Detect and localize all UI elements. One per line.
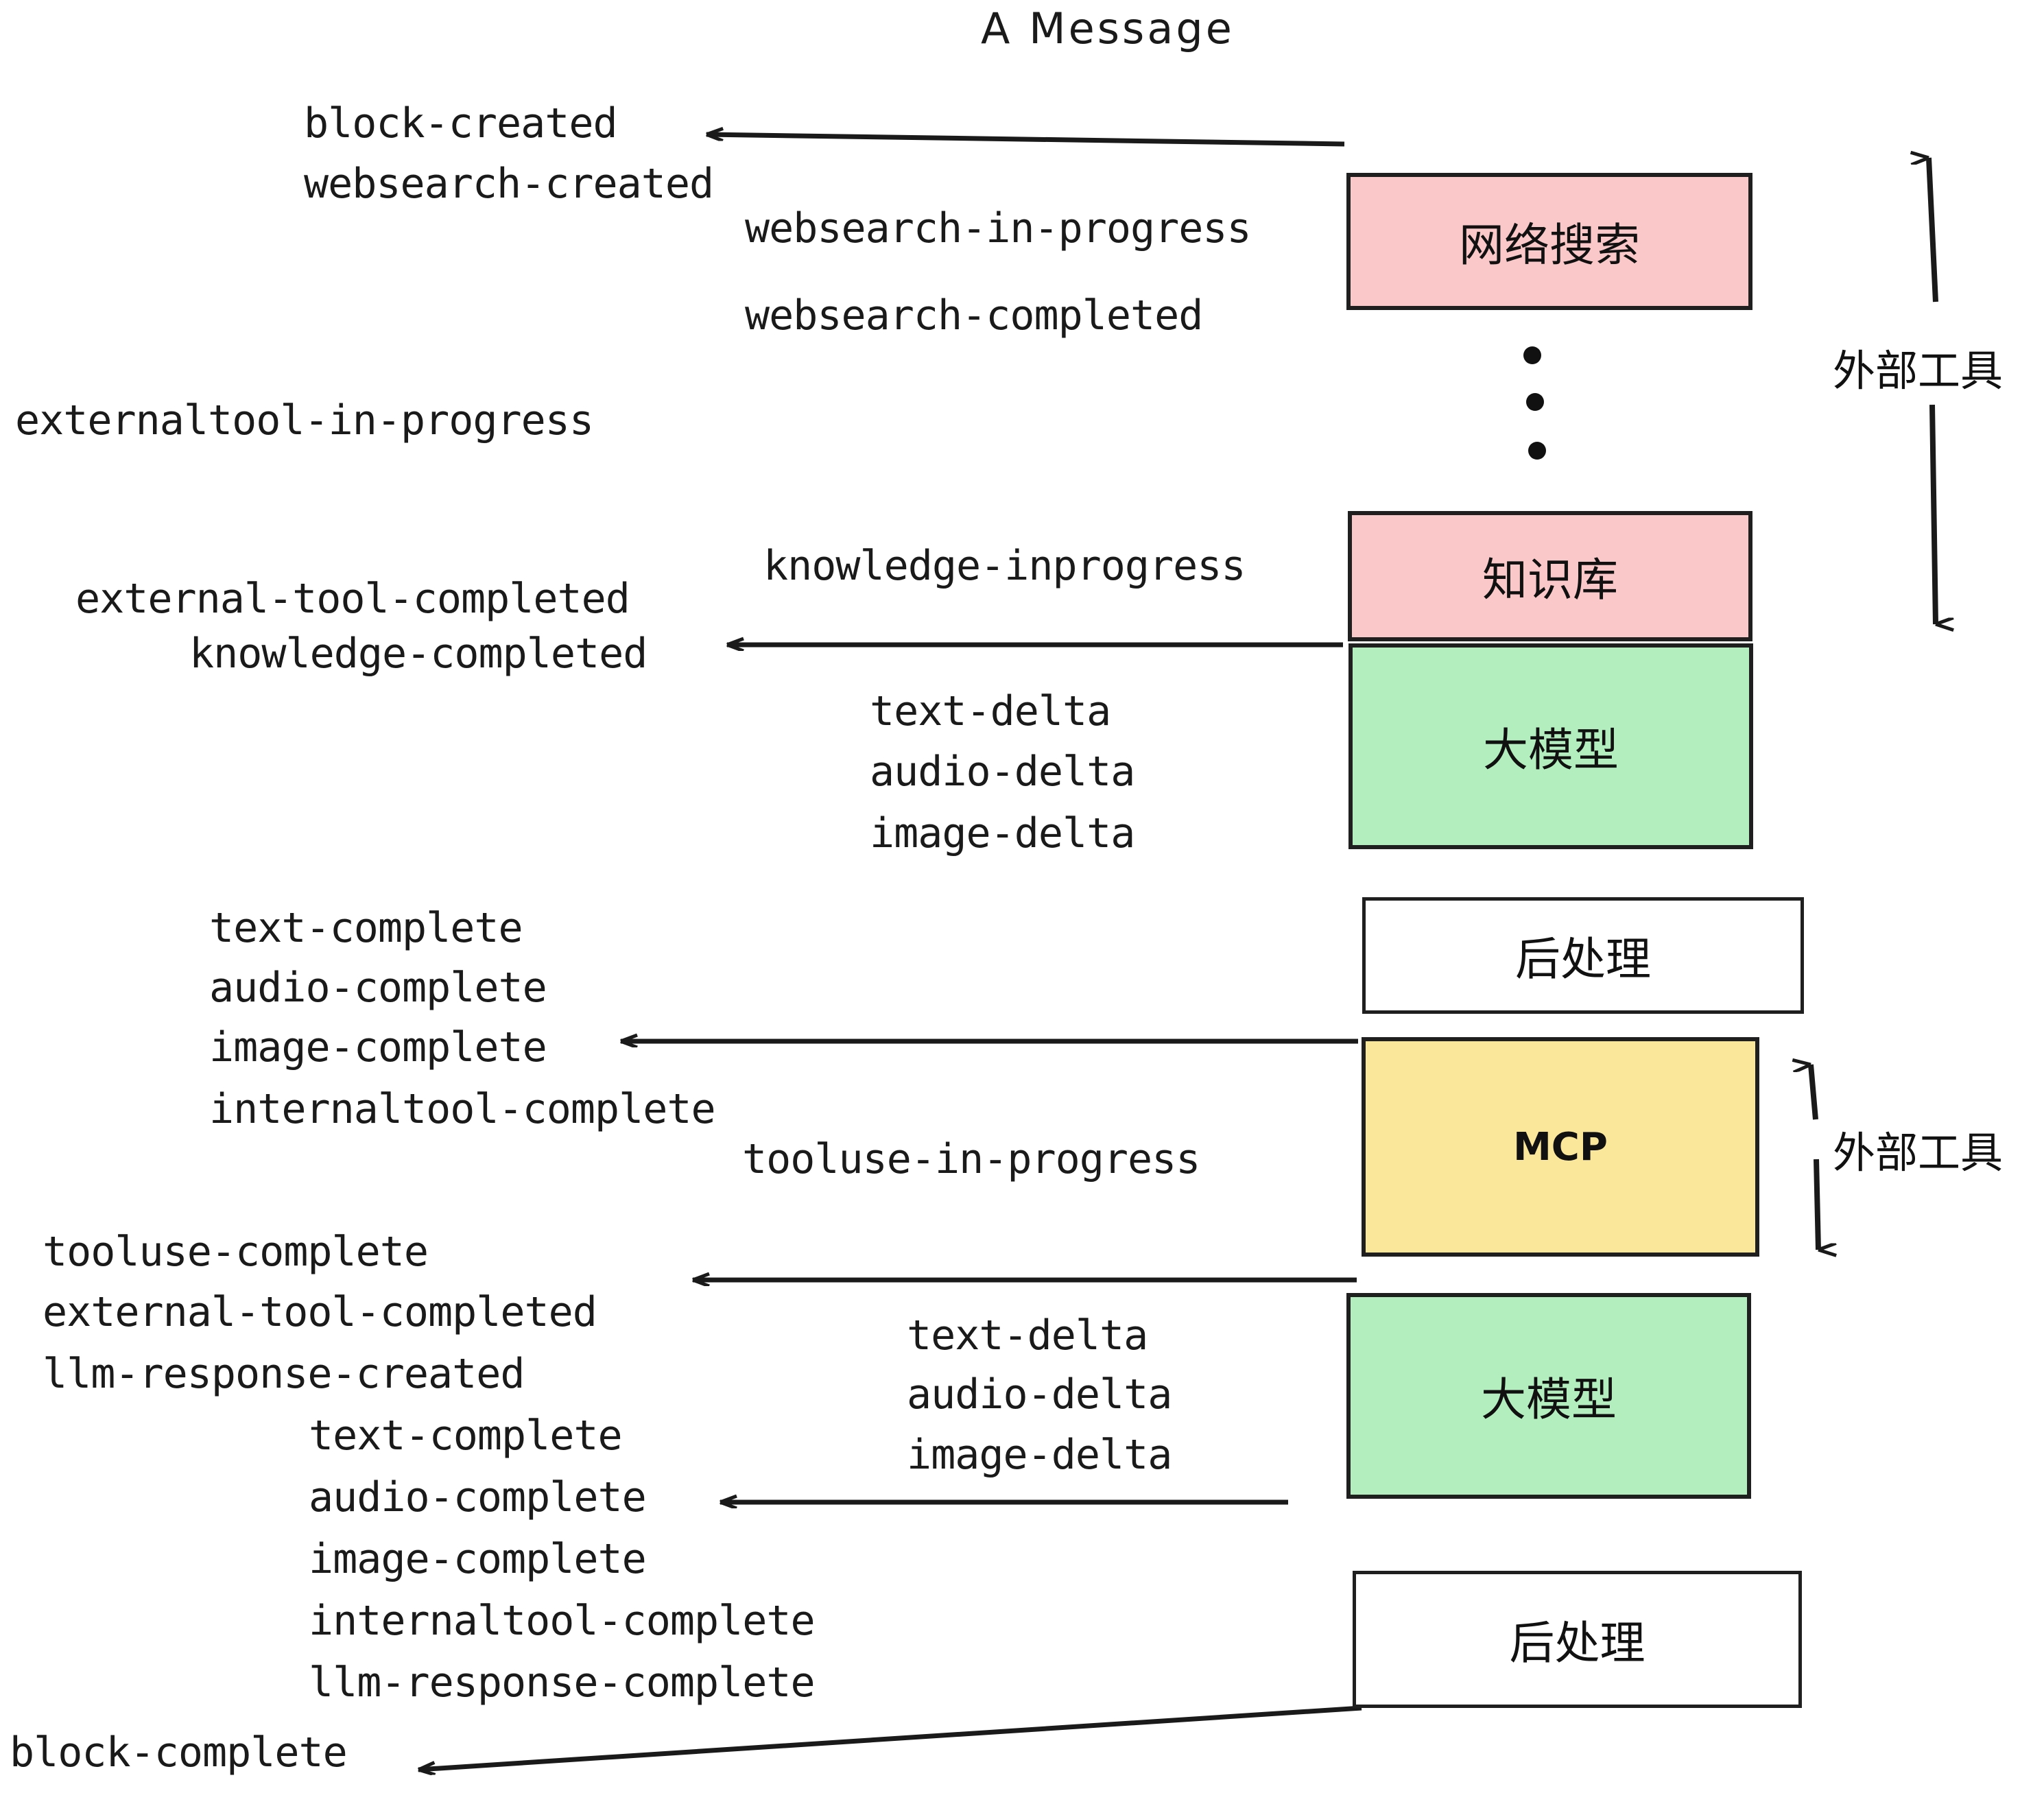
- ellipsis-dot-2: [1526, 393, 1544, 411]
- node-postprocess-1[interactable]: 后处理: [1362, 897, 1804, 1014]
- node-llm-top-label: 大模型: [1483, 724, 1619, 776]
- node-websearch-label: 网络搜索: [1459, 219, 1640, 272]
- event-externaltool-in-progress: externaltool-in-progress: [15, 396, 594, 444]
- arrow-block-created: [706, 134, 1345, 147]
- event-llm-response-created: llm-response-created: [43, 1350, 525, 1398]
- event-text-complete-1: text-complete: [209, 904, 523, 952]
- event-knowledge-completed: knowledge-completed: [189, 630, 647, 678]
- node-postprocess-1-label: 后处理: [1515, 933, 1651, 986]
- event-audio-delta-1: audio-delta: [870, 748, 1135, 796]
- event-external-tool-completed-1: external-tool-completed: [75, 575, 630, 623]
- node-llm-top[interactable]: 大模型: [1348, 643, 1753, 849]
- node-mcp-label: MCP: [1513, 1124, 1608, 1170]
- event-text-delta-1: text-delta: [870, 687, 1111, 735]
- side-label-external-tool-top: 外部工具: [1833, 346, 2004, 396]
- event-image-delta-2: image-delta: [907, 1431, 1172, 1479]
- event-image-complete-2: image-complete: [309, 1535, 647, 1583]
- page-title: A Message: [981, 3, 1235, 54]
- ellipsis-dot-1: [1523, 346, 1541, 364]
- node-llm-bottom[interactable]: 大模型: [1346, 1293, 1751, 1499]
- arrow-external-tool-top-down: [1929, 404, 1936, 624]
- event-text-delta-2: text-delta: [907, 1312, 1148, 1360]
- event-websearch-in-progress: websearch-in-progress: [745, 204, 1252, 252]
- event-tooluse-in-progress: tooluse-in-progress: [742, 1135, 1200, 1183]
- node-llm-bottom-label: 大模型: [1481, 1373, 1617, 1426]
- event-image-delta-1: image-delta: [870, 809, 1135, 857]
- event-audio-complete-2: audio-complete: [309, 1473, 647, 1521]
- event-external-tool-completed-2: external-tool-completed: [43, 1288, 597, 1336]
- node-postprocess-2-label: 后处理: [1509, 1617, 1645, 1670]
- event-llm-response-complete: llm-response-complete: [309, 1659, 816, 1707]
- node-knowledge[interactable]: 知识库: [1348, 511, 1752, 641]
- arrow-external-tool-bottom-up: [1811, 1065, 1818, 1120]
- ellipsis-dot-3: [1528, 442, 1546, 460]
- event-audio-delta-2: audio-delta: [907, 1370, 1172, 1419]
- event-block-complete: block-complete: [10, 1729, 348, 1777]
- event-knowledge-inprogress: knowledge-inprogress: [763, 542, 1246, 590]
- node-websearch[interactable]: 网络搜索: [1346, 173, 1752, 310]
- event-internaltool-complete-2: internaltool-complete: [309, 1597, 816, 1645]
- node-mcp[interactable]: MCP: [1362, 1037, 1759, 1257]
- event-audio-complete-1: audio-complete: [209, 964, 547, 1012]
- event-websearch-created: websearch-created: [304, 160, 714, 208]
- node-postprocess-2[interactable]: 后处理: [1353, 1571, 1802, 1708]
- event-websearch-completed: websearch-completed: [745, 292, 1203, 340]
- arrow-external-tool-top-up: [1929, 158, 1938, 302]
- arrow-external-tool-bottom-down: [1814, 1159, 1818, 1250]
- event-internaltool-complete-1: internaltool-complete: [209, 1085, 716, 1133]
- node-knowledge-label: 知识库: [1482, 554, 1618, 606]
- event-tooluse-complete: tooluse-complete: [43, 1228, 429, 1276]
- event-image-complete-1: image-complete: [209, 1023, 547, 1071]
- arrow-block-complete: [418, 1705, 1362, 1770]
- event-block-created: block-created: [304, 99, 618, 147]
- event-text-complete-2: text-complete: [309, 1412, 623, 1460]
- side-label-external-tool-bottom: 外部工具: [1833, 1128, 2004, 1178]
